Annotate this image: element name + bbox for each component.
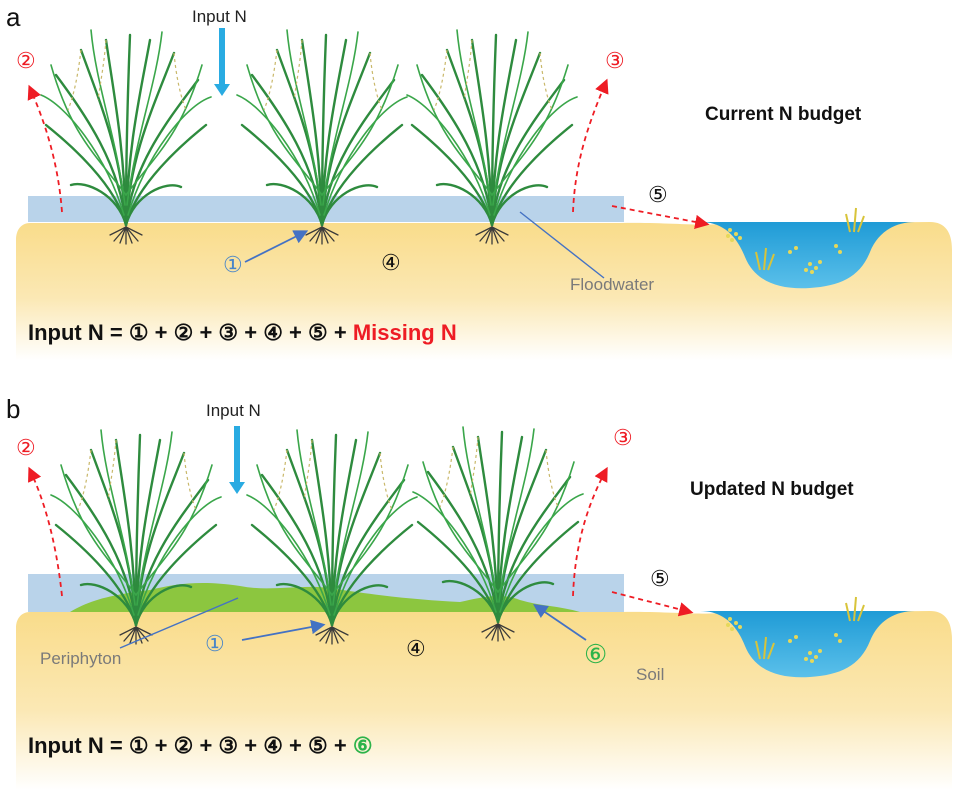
volatilization-arrow-b <box>28 466 63 597</box>
soil-a <box>16 222 952 360</box>
runoff-arrow-b <box>611 591 694 617</box>
periphyton-term: ⑥ <box>353 733 373 758</box>
equation-b-terms: ① + ② + ③ + ④ + ⑤ + <box>129 733 353 758</box>
n2-label-b: ② <box>16 435 36 460</box>
floodwater-pointer <box>519 211 605 279</box>
n2-label-a: ② <box>16 48 36 73</box>
input-arrow-icon <box>214 28 230 96</box>
soil-label: Soil <box>636 665 664 684</box>
volatilization-arrow-a <box>27 84 63 213</box>
n3-label-a: ③ <box>605 48 625 73</box>
n1-pointer-a <box>244 230 309 263</box>
runoff-arrow-a <box>611 205 710 230</box>
equation-a: Input N = ① + ② + ③ + ④ + ⑤ + Missing N <box>28 320 457 345</box>
soil-b <box>16 611 952 790</box>
n1-pointer-b <box>241 619 326 641</box>
input-n-label-b: Input N <box>206 401 261 420</box>
equation-b: Input N = ① + ② + ③ + ④ + ⑤ + ⑥ <box>28 733 373 758</box>
missing-n-term: Missing N <box>353 320 457 345</box>
input-n-label-a: Input N <box>192 7 247 26</box>
n6-pointer <box>533 603 587 641</box>
panel-a: a Input N ② ③ ⑤ ① ④ Floodwater Current N… <box>6 2 952 360</box>
panel-b: b Input N ② ③ ⑤ Periphyton ① ④ ⑥ <box>6 394 952 790</box>
updated-n-budget-title: Updated N budget <box>690 479 854 500</box>
n3-label-b: ③ <box>613 425 633 450</box>
n5-label-b: ⑤ <box>650 566 670 591</box>
n5-label-a: ⑤ <box>648 182 668 207</box>
n4-label-b: ④ <box>406 636 426 661</box>
panel-b-letter: b <box>6 394 20 424</box>
n4-label-a: ④ <box>381 250 401 275</box>
input-arrow-icon <box>229 426 245 494</box>
periphyton-label: Periphyton <box>40 649 121 668</box>
periphyton-layer <box>70 583 580 612</box>
emission-arrow-b <box>572 466 608 597</box>
panel-a-letter: a <box>6 2 21 32</box>
n1-label-a: ① <box>223 252 243 277</box>
current-n-budget-title: Current N budget <box>705 104 862 125</box>
n1-label-b: ① <box>205 631 225 656</box>
n6-label: ⑥ <box>584 639 607 669</box>
equation-b-prefix: Input N = <box>28 733 129 758</box>
equation-a-prefix: Input N = <box>28 320 129 345</box>
equation-a-terms: ① + ② + ③ + ④ + ⑤ + <box>129 320 353 345</box>
periphyton-pointer <box>119 597 239 649</box>
floodwater-label: Floodwater <box>570 275 654 294</box>
emission-arrow-a <box>572 78 609 213</box>
